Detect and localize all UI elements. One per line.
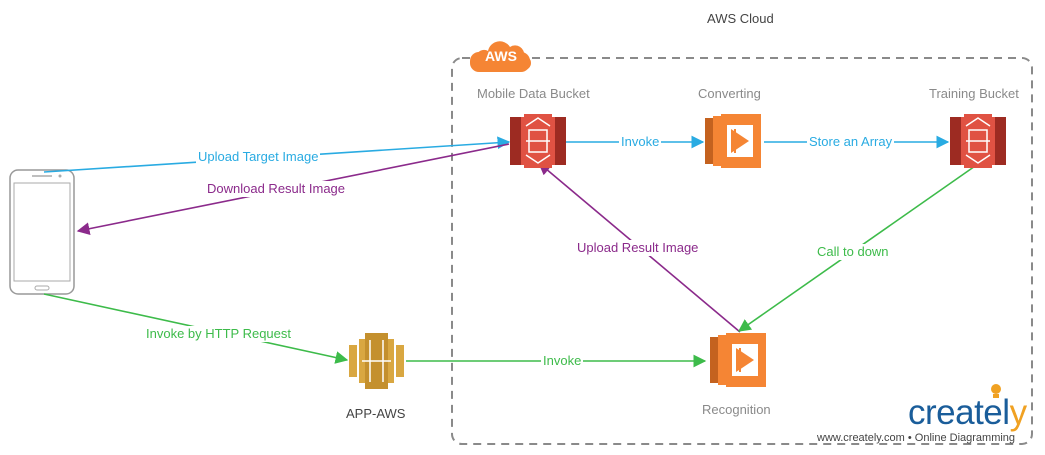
node-label-mobile-data-bucket: Mobile Data Bucket	[477, 86, 590, 101]
aws-badge-label: AWS	[485, 48, 517, 64]
edge-label-invoke-http: Invoke by HTTP Request	[144, 326, 293, 342]
edge-label-call-to-down: Call to down	[815, 244, 891, 260]
node-label-app-aws: APP-AWS	[346, 406, 406, 421]
lightbulb-icon	[991, 384, 1001, 398]
edge-label-upload-result: Upload Result Image	[575, 240, 701, 256]
node-label-recognition: Recognition	[702, 402, 771, 417]
aws-badge-icon	[470, 41, 531, 72]
edge-label-upload-target: Upload Target Image	[196, 149, 321, 165]
node-label-training-bucket: Training Bucket	[929, 86, 1019, 101]
edge-label-store-array: Store an Array	[807, 134, 895, 150]
creately-tagline: www.creately.com • Online Diagramming	[817, 432, 1016, 444]
aws-cloud-group	[451, 57, 1033, 445]
smartphone-icon[interactable]	[9, 169, 75, 295]
s3-training-bucket-icon[interactable]	[950, 114, 1006, 168]
creately-logo[interactable]: creately	[908, 394, 1027, 432]
node-label-converting: Converting	[698, 86, 761, 101]
edge-label-invoke-recognition: Invoke	[541, 353, 584, 369]
edge-label-download-result: Download Result Image	[205, 181, 348, 197]
cloud-title: AWS Cloud	[707, 11, 774, 26]
logo-main-text: createl	[908, 393, 1010, 432]
api-gateway-icon[interactable]	[349, 333, 404, 389]
edge-label-invoke-convert: Invoke	[619, 134, 662, 150]
lambda-recognition-icon[interactable]	[710, 333, 766, 387]
logo-y-text: y	[1009, 393, 1028, 432]
lambda-function-icon[interactable]	[705, 114, 761, 168]
s3-bucket-icon[interactable]	[510, 114, 566, 168]
